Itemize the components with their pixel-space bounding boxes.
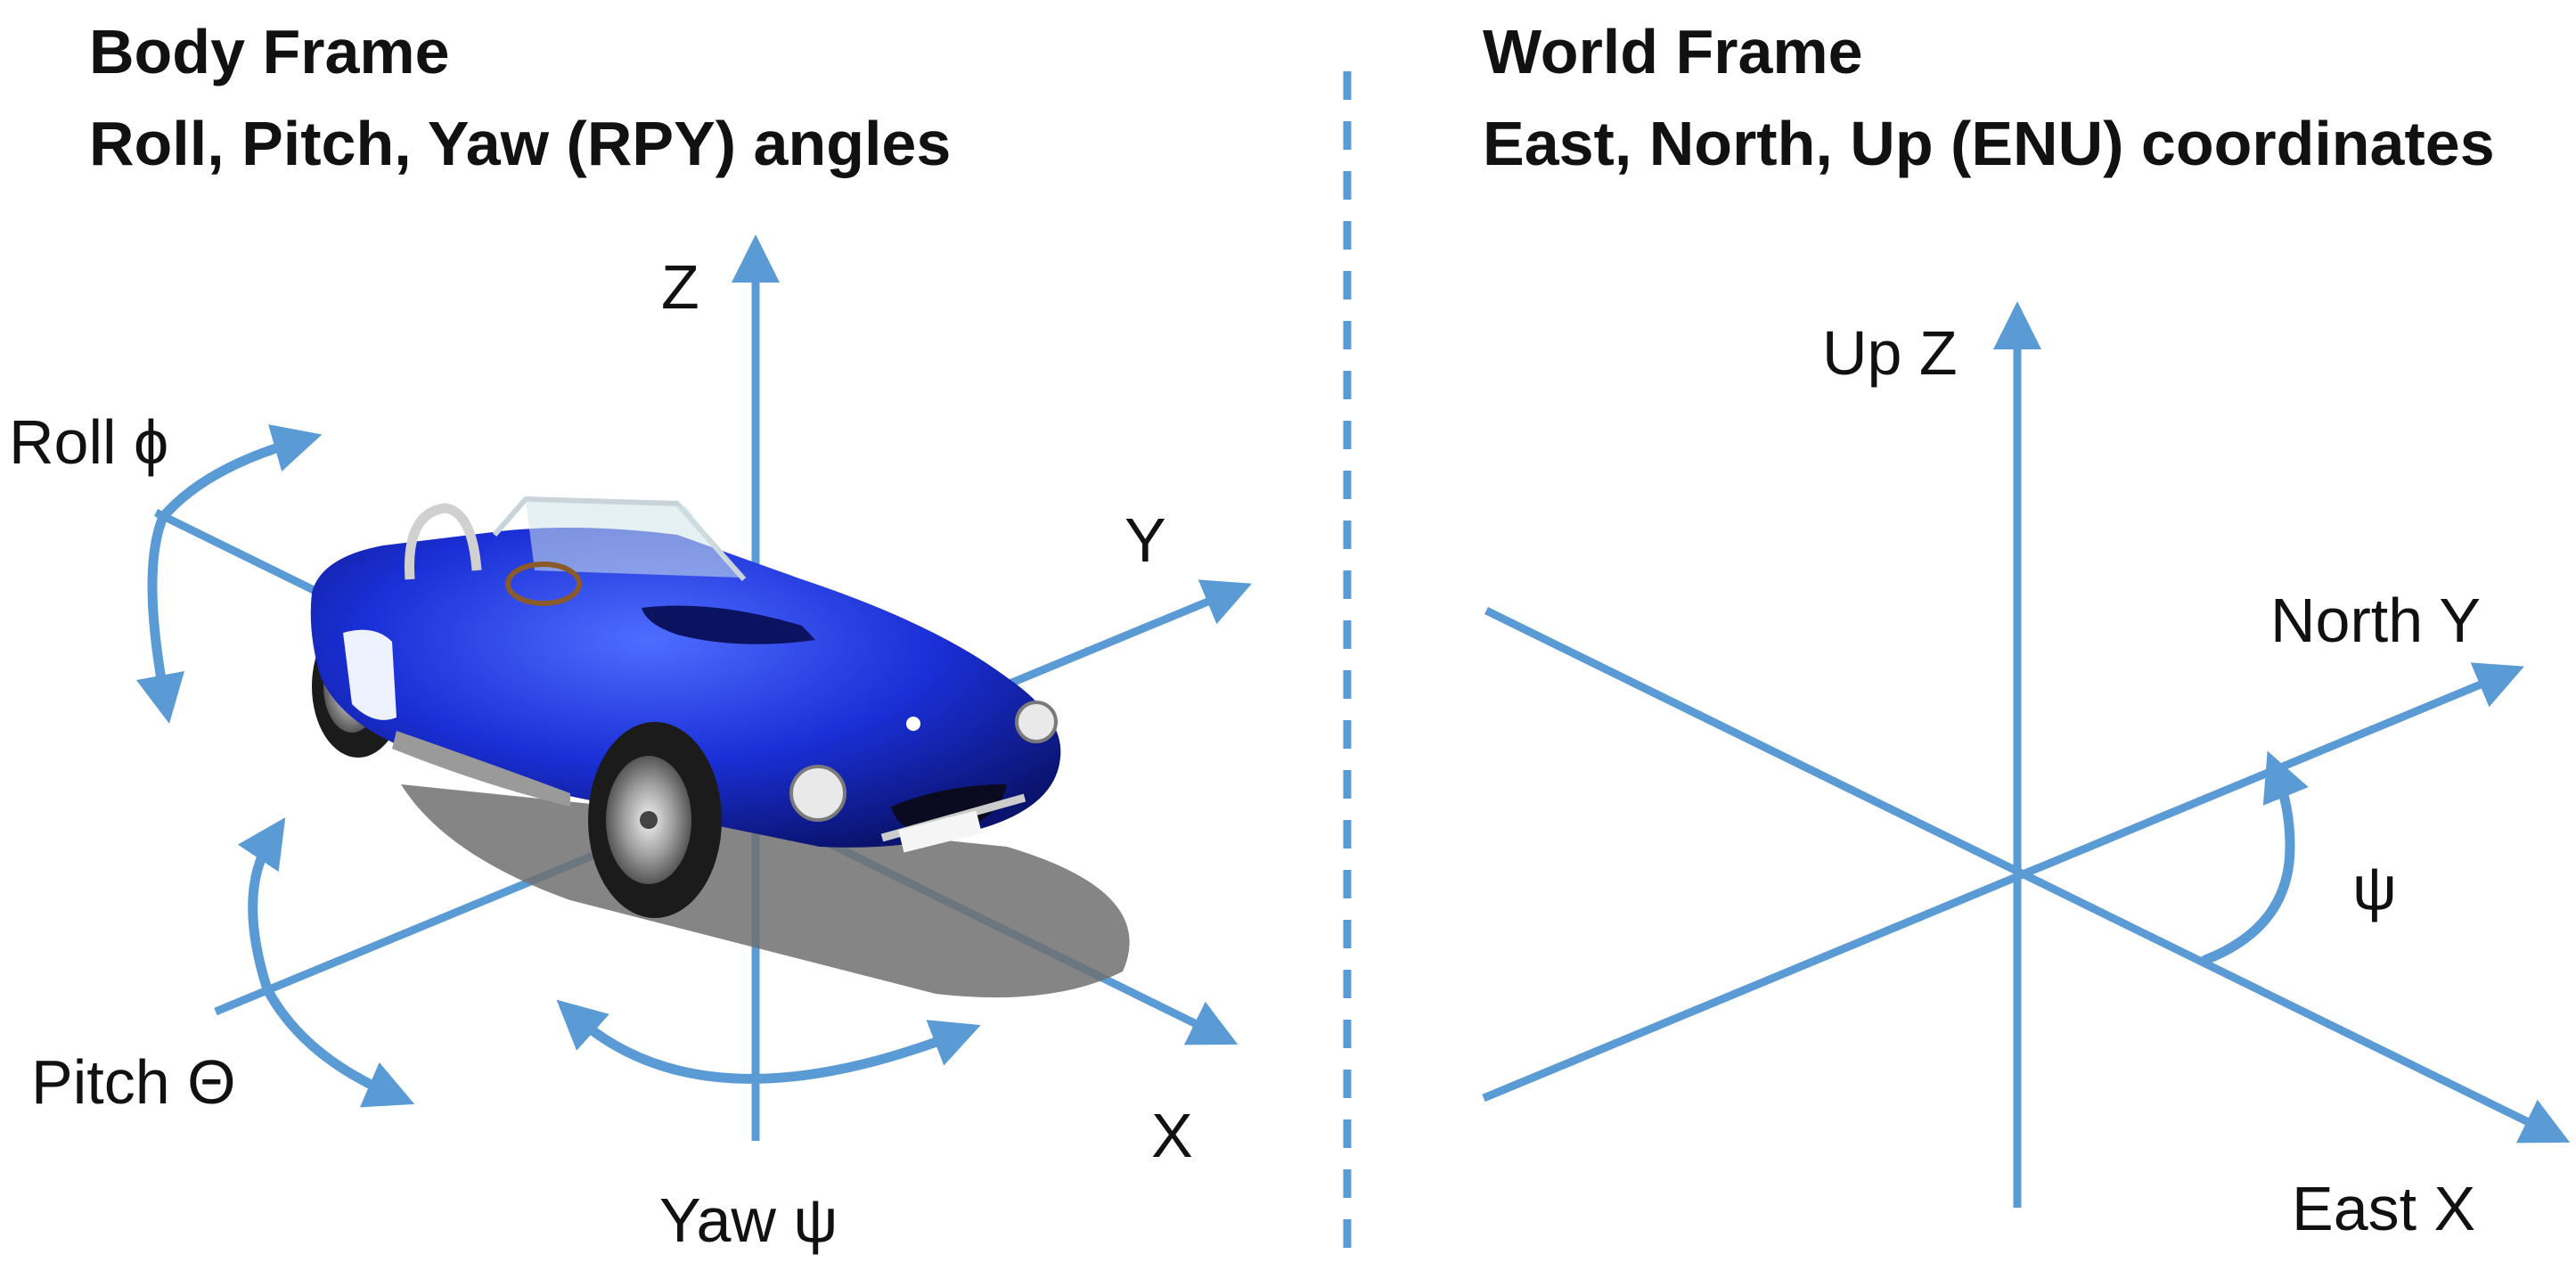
roll-rotation-arrow: [135, 424, 323, 725]
car-icon: [310, 496, 1130, 998]
pitch-label: Pitch Θ: [31, 1047, 236, 1117]
world-north-axis: [1482, 662, 2524, 1103]
world-east-axis: [1484, 606, 2571, 1144]
world-up-label: Up Z: [1822, 318, 1958, 388]
world-frame-subtitle: East, North, Up (ENU) coordinates: [1483, 109, 2495, 178]
heading-angle-label: ψ: [2352, 853, 2397, 922]
body-y-label: Y: [1124, 505, 1166, 575]
body-frame-title: Body Frame: [89, 17, 450, 86]
yaw-label: Yaw ψ: [659, 1185, 838, 1255]
body-frame-subtitle: Roll, Pitch, Yaw (RPY) angles: [89, 109, 951, 178]
body-z-label: Z: [661, 252, 699, 322]
world-north-label: North Y: [2270, 586, 2481, 655]
yaw-rotation-arrow: [556, 999, 981, 1084]
world-axes: [1482, 301, 2571, 1208]
heading-angle-arrow: [2200, 750, 2309, 965]
world-east-label: East X: [2292, 1174, 2475, 1243]
world-frame-title: World Frame: [1483, 17, 1863, 86]
roll-label: Roll ϕ: [9, 407, 168, 477]
pitch-rotation-arrow: [237, 817, 415, 1108]
body-x-label: X: [1151, 1101, 1193, 1170]
